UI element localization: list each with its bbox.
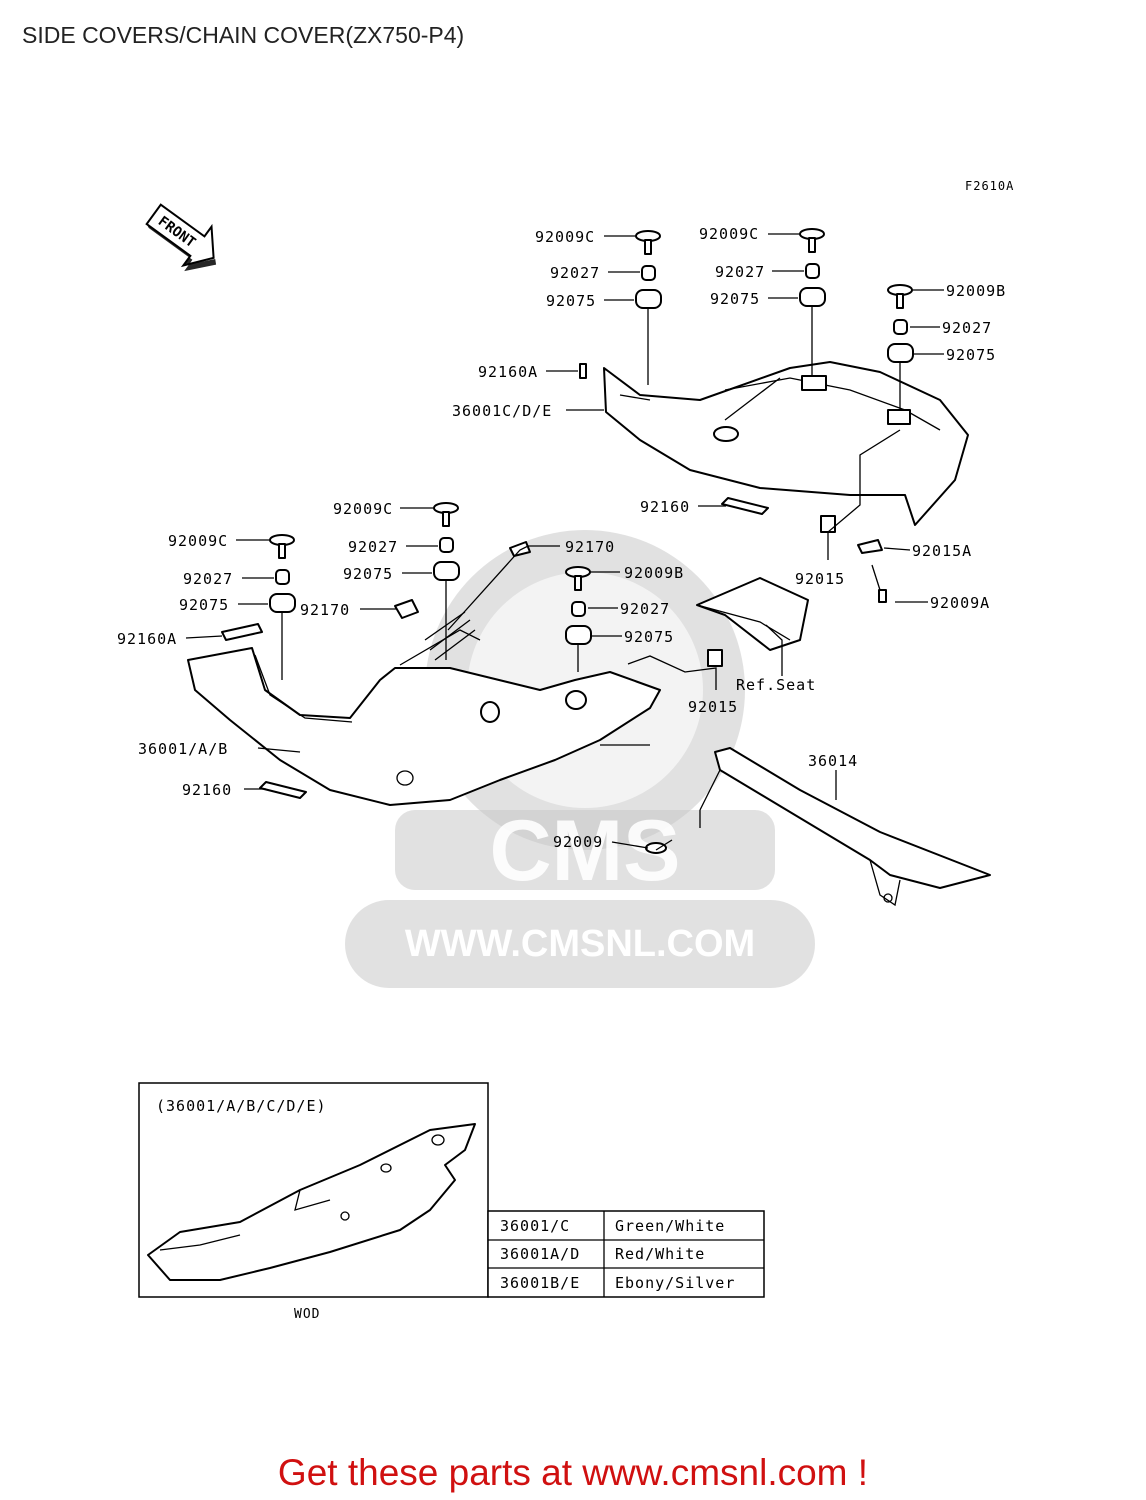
seat-outline bbox=[696, 577, 809, 651]
fastener-stack-6 bbox=[565, 566, 592, 672]
callout: 92075 bbox=[710, 290, 760, 308]
callout: 92009C bbox=[535, 228, 595, 246]
leader-lines bbox=[185, 233, 944, 849]
inset-part-cell: 36001A/D bbox=[500, 1245, 580, 1263]
side-cover-lower bbox=[187, 629, 661, 806]
inset-caption: WOD bbox=[294, 1307, 320, 1322]
inset-part-cell: 36001B/E bbox=[500, 1274, 580, 1292]
callout: 92075 bbox=[946, 346, 996, 364]
callout: 92160A bbox=[117, 630, 177, 648]
callout: 92027 bbox=[942, 319, 992, 337]
footer-promo-link[interactable]: Get these parts at www.cmsnl.com ! bbox=[277, 1452, 869, 1493]
watermark-url: WWW.CMSNL.COM bbox=[405, 923, 755, 965]
callout-labels: 92009C 92027 92075 92009C 92027 92075 92… bbox=[117, 225, 1006, 851]
page-title: SIDE COVERS/CHAIN COVER(ZX750-P4) bbox=[22, 22, 465, 48]
fastener-stack-5 bbox=[269, 534, 296, 680]
fastener-stack-1 bbox=[635, 230, 662, 385]
callout: 92015 bbox=[795, 570, 845, 588]
callout: 92075 bbox=[546, 292, 596, 310]
callout: 92015A bbox=[912, 542, 972, 560]
callout: 92009C bbox=[333, 500, 393, 518]
front-arrow: FRONT bbox=[145, 203, 217, 272]
callout: 92027 bbox=[550, 264, 600, 282]
inset-color-cell: Green/White bbox=[615, 1217, 725, 1235]
callout: 92009B bbox=[624, 564, 684, 582]
callout: 92009A bbox=[930, 594, 990, 612]
fastener-stack-3 bbox=[887, 284, 914, 410]
side-cover-upper bbox=[603, 361, 969, 526]
callout: 92160 bbox=[182, 781, 232, 799]
callout: 92015 bbox=[688, 698, 738, 716]
callout: 92027 bbox=[620, 600, 670, 618]
callout: 36001C/D/E bbox=[452, 402, 552, 420]
callout: 92160 bbox=[640, 498, 690, 516]
callout: 92009C bbox=[699, 225, 759, 243]
callout: 92009B bbox=[946, 282, 1006, 300]
fastener-stack-4 bbox=[433, 502, 460, 660]
callout: 92009C bbox=[168, 532, 228, 550]
small-parts bbox=[221, 363, 887, 854]
fastener-stack-2 bbox=[799, 228, 826, 376]
callout: 36014 bbox=[808, 752, 858, 770]
callout: Ref.Seat bbox=[736, 676, 816, 694]
callout: 92170 bbox=[300, 601, 350, 619]
chain-cover bbox=[699, 747, 991, 907]
callout: 92027 bbox=[715, 263, 765, 281]
callout: 92075 bbox=[624, 628, 674, 646]
inset-color-cell: Red/White bbox=[615, 1245, 705, 1263]
callout: 92075 bbox=[343, 565, 393, 583]
callout: 92170 bbox=[565, 538, 615, 556]
callout: 92027 bbox=[348, 538, 398, 556]
inset-color-cell: Ebony/Silver bbox=[615, 1274, 735, 1292]
callout: 92009 bbox=[553, 833, 603, 851]
inset-title: (36001/A/B/C/D/E) bbox=[156, 1097, 327, 1115]
figure-code: F2610A bbox=[965, 179, 1014, 193]
inset-part-cell: 36001/C bbox=[500, 1217, 570, 1235]
callout: 92075 bbox=[179, 596, 229, 614]
callout: 92160A bbox=[478, 363, 538, 381]
callout: 36001/A/B bbox=[138, 740, 228, 758]
color-variant-inset: (36001/A/B/C/D/E) WOD 36001/C Green/Whit… bbox=[138, 1082, 765, 1322]
callout: 92027 bbox=[183, 570, 233, 588]
